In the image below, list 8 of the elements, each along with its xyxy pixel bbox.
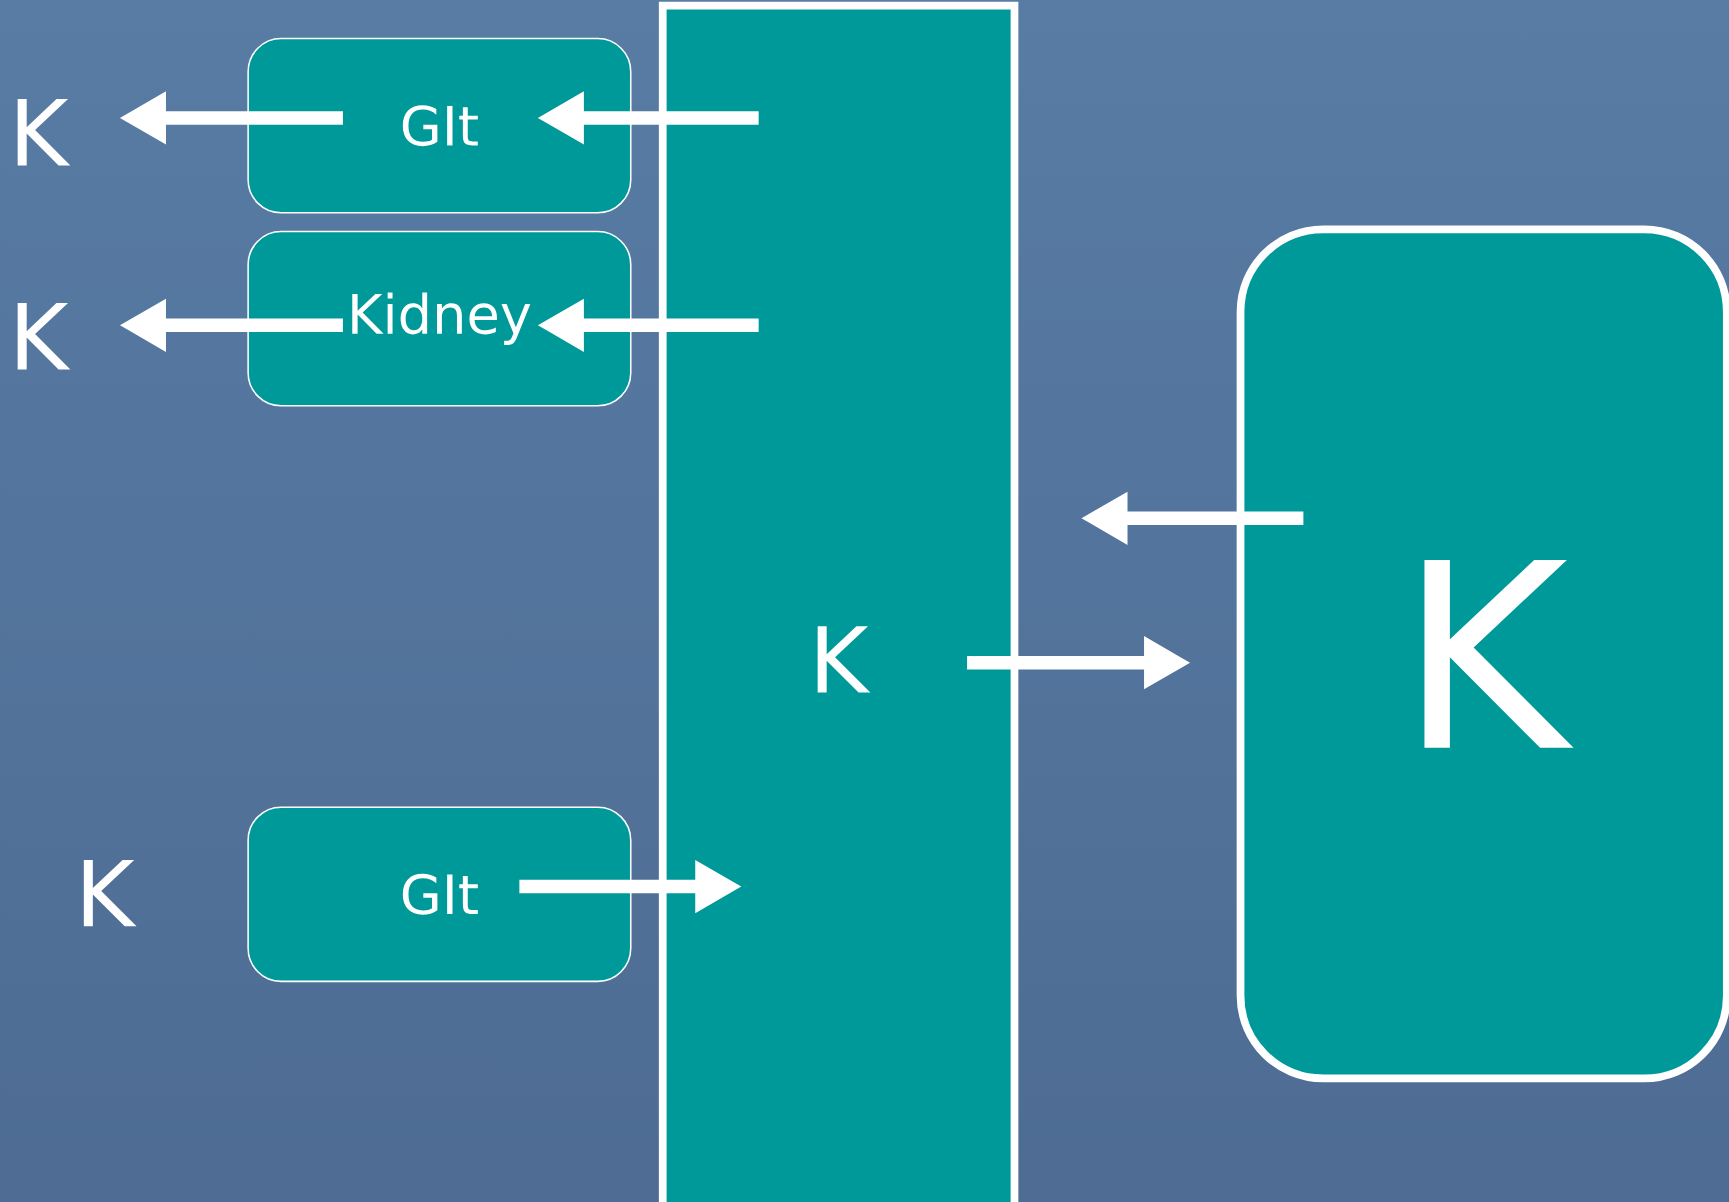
process-box: K [1236, 225, 1729, 1083]
process-box: Kidney [247, 230, 632, 407]
process-box: GIt [247, 37, 632, 214]
process-box: GIt [247, 806, 632, 983]
node-label: K [17, 303, 71, 370]
node-label: K [17, 99, 71, 166]
process-column: K [658, 1, 1019, 1202]
node-label: K [83, 860, 137, 927]
